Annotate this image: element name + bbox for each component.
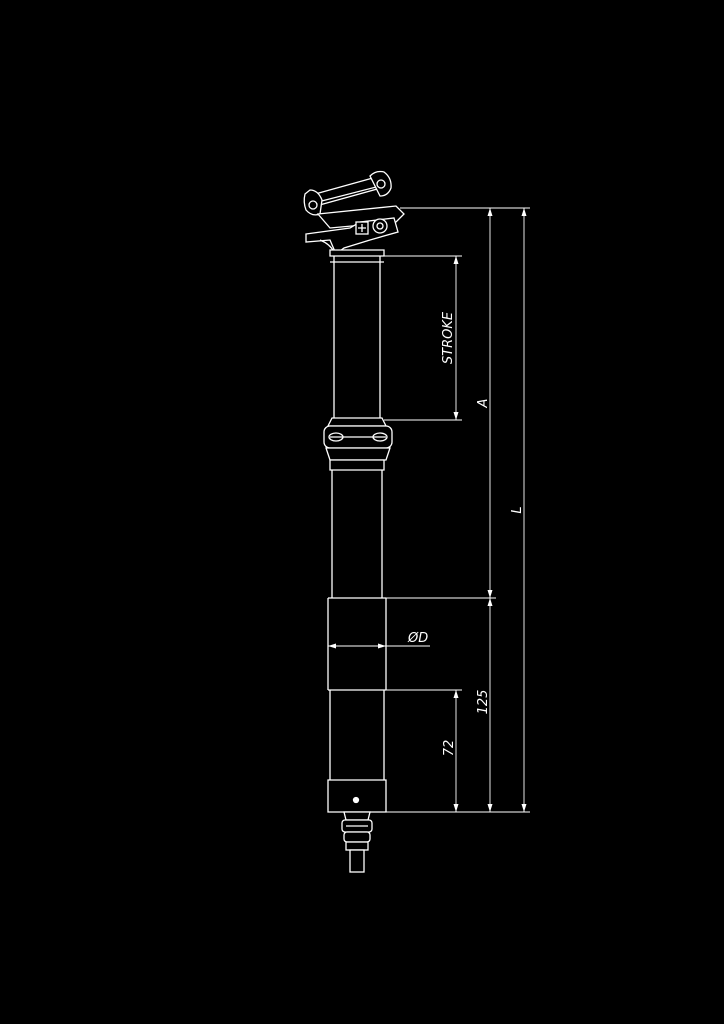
stanchion-tube — [326, 256, 388, 427]
dimension-arrows — [328, 208, 527, 812]
dim-125-label: 125 — [476, 690, 491, 715]
dim-l-label: L — [510, 506, 525, 513]
dim-72-label: 72 — [442, 740, 457, 757]
dimension-lines — [328, 207, 530, 813]
dim-a-label: A — [476, 399, 491, 409]
actuator-fitting — [341, 811, 373, 873]
diameter-label: ØD — [407, 631, 428, 646]
saddle-clamp-head — [303, 170, 405, 257]
collar-seal-head — [323, 425, 393, 471]
stroke-label: STROKE — [441, 311, 456, 364]
